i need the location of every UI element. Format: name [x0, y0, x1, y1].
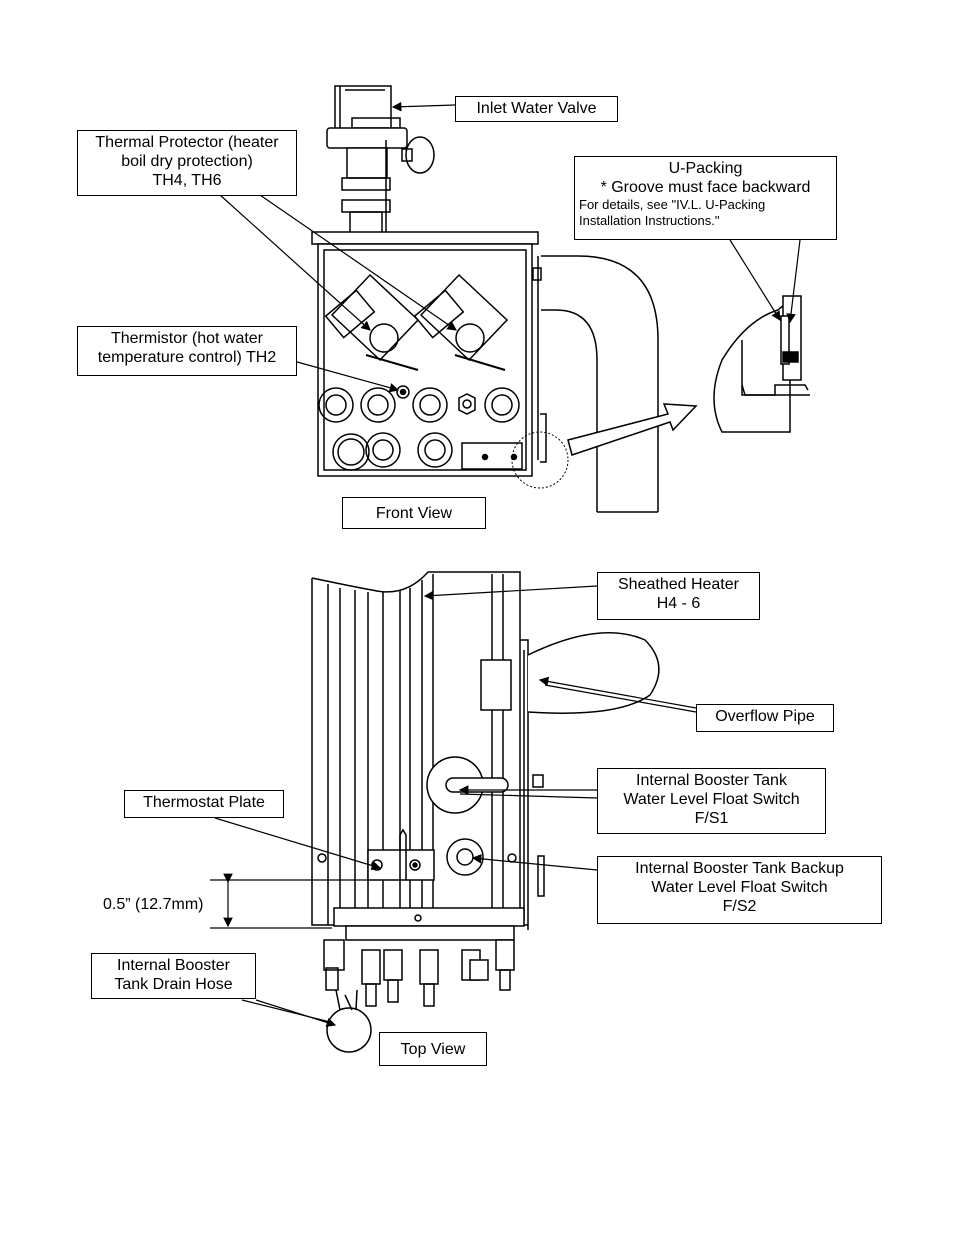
label-float-switch-1: Internal Booster Tank Water Level Float …	[597, 768, 826, 834]
dimension-label: 0.5” (12.7mm)	[103, 896, 204, 913]
label-inlet-valve: Inlet Water Valve	[455, 96, 618, 122]
u-packing-line-2: * Groove must face backward	[600, 179, 811, 196]
thermistor-line-1: Thermistor (hot water	[110, 330, 264, 347]
label-thermal-protector: Thermal Protector (heater boil dry prote…	[77, 130, 297, 196]
label-u-packing: U-Packing * Groove must face backward Fo…	[574, 156, 837, 240]
fs1-line-3: F/S1	[694, 810, 729, 827]
heater-line-1: Sheathed Heater	[618, 576, 739, 593]
detail-arrow	[567, 403, 698, 456]
thermal-line-1: Thermal Protector (heater	[95, 134, 279, 151]
label-overflow-pipe: Overflow Pipe	[696, 704, 834, 732]
tank-body-front	[311, 231, 547, 477]
inlet-valve-icon	[326, 85, 435, 241]
u-packing-note-2: Installation Instructions."	[579, 213, 720, 228]
thermal-protector-icon	[324, 273, 509, 371]
heater-line-2: H4 - 6	[656, 595, 701, 612]
thermal-line-3: TH4, TH6	[152, 172, 222, 189]
drain-line-1: Internal Booster	[117, 957, 230, 974]
fs2-line-1: Internal Booster Tank Backup	[635, 860, 844, 877]
fs2-line-3: F/S2	[722, 898, 757, 915]
front-view-drawing	[311, 85, 810, 513]
label-sheathed-heater: Sheathed Heater H4 - 6	[597, 572, 760, 620]
u-packing-line-1: U-Packing	[668, 160, 743, 177]
label-thermistor: Thermistor (hot water temperature contro…	[77, 326, 297, 376]
u-packing-note-1: For details, see "IV.L. U-Packing	[579, 197, 766, 212]
top-view-drawing	[311, 571, 660, 1053]
label-float-switch-2: Internal Booster Tank Backup Water Level…	[597, 856, 882, 924]
overflow-pipe-front	[541, 255, 659, 513]
front-leader-lines	[219, 101, 801, 393]
dimension-marker	[210, 873, 368, 929]
u-packing-detail-icon	[713, 295, 810, 433]
label-front-view: Front View	[342, 497, 486, 529]
fs1-line-1: Internal Booster Tank	[636, 772, 787, 789]
label-drain-hose: Internal Booster Tank Drain Hose	[91, 953, 256, 999]
drain-line-2: Tank Drain Hose	[114, 976, 233, 993]
label-top-view: Top View	[379, 1032, 487, 1066]
thermal-line-2: boil dry protection)	[121, 153, 253, 170]
thermistor-line-2: temperature control) TH2	[97, 349, 277, 366]
heater-terminals	[318, 385, 523, 471]
top-leader-lines	[214, 585, 697, 1028]
label-thermostat-plate: Thermostat Plate	[124, 790, 284, 818]
fs2-line-2: Water Level Float Switch	[651, 879, 828, 896]
fs1-line-2: Water Level Float Switch	[623, 791, 800, 808]
detail-circle	[511, 431, 569, 489]
